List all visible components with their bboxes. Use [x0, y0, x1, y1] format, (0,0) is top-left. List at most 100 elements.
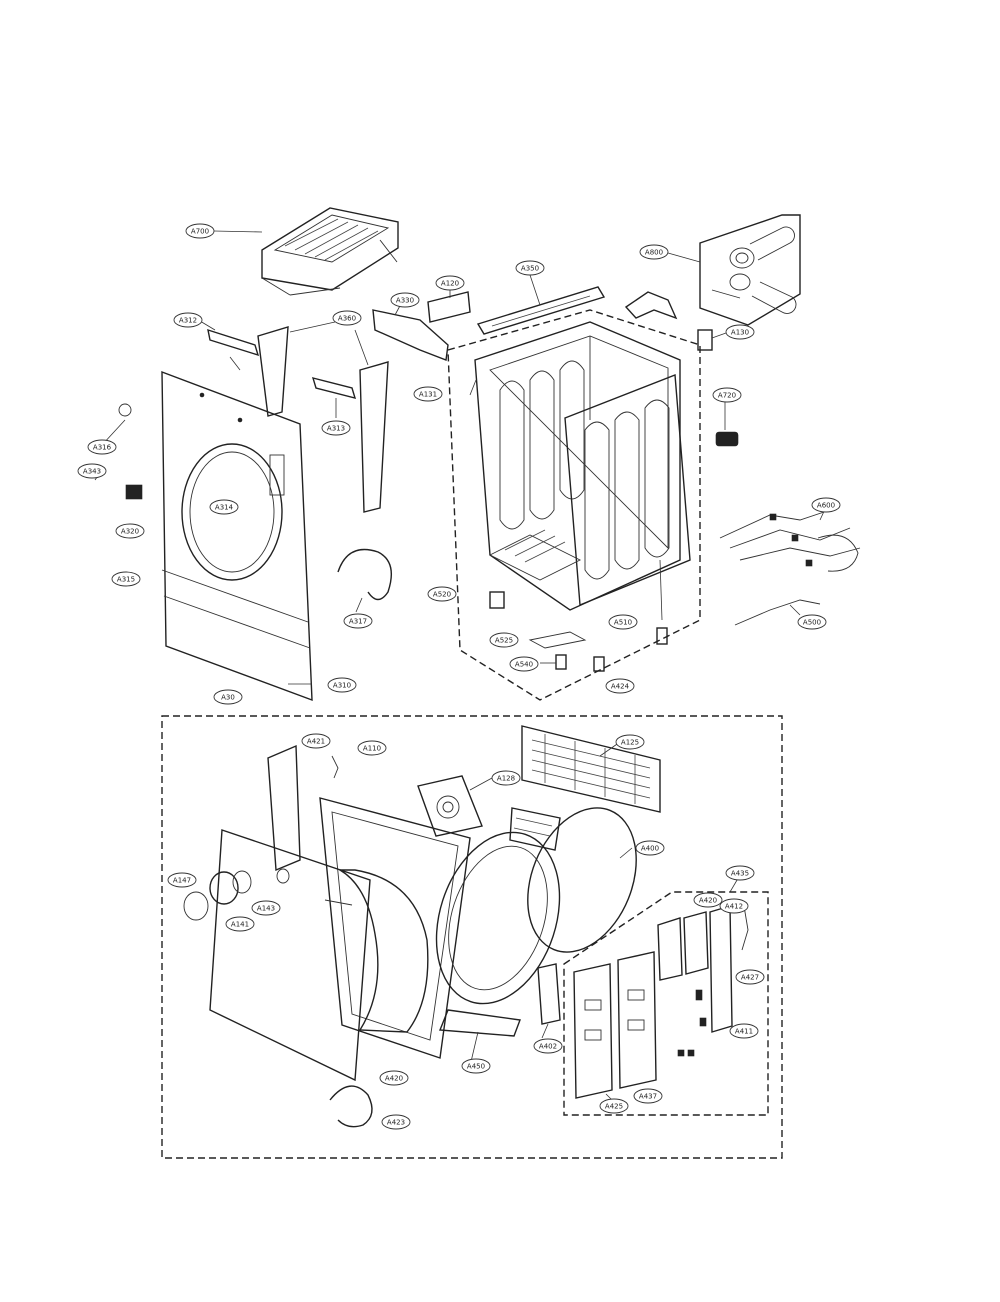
- callout-label: A110: [363, 745, 381, 753]
- callout-a800: A800: [639, 244, 669, 260]
- callout-a143: A143: [251, 900, 281, 916]
- upper-bracket-part: [427, 291, 471, 323]
- callout-a30: A30: [213, 689, 243, 705]
- drying-rack-part: [261, 207, 399, 296]
- callout-label: A402: [539, 1043, 557, 1051]
- callout-a520: A520: [427, 586, 457, 602]
- lint-filter-grille: [521, 725, 661, 813]
- callout-oval: [633, 1088, 663, 1104]
- callout-a343: A343: [77, 463, 107, 479]
- callout-oval: [435, 275, 465, 291]
- duct-kit-box: [699, 214, 801, 326]
- pcb-assembly-outline: [563, 891, 769, 1116]
- callout-a600: A600: [811, 497, 841, 513]
- callout-label: A540: [515, 661, 533, 669]
- callout-a131: A131: [413, 386, 443, 402]
- callout-label: A520: [433, 591, 451, 599]
- right-side-strip: [359, 361, 389, 513]
- callout-label: A330: [396, 297, 414, 305]
- callout-oval: [599, 1098, 629, 1114]
- callout-oval: [251, 900, 281, 916]
- callout-label: A360: [338, 315, 356, 323]
- callout-oval: [719, 898, 749, 914]
- control-panel-frame: [319, 797, 471, 1059]
- callout-label: A421: [307, 738, 325, 746]
- callout-oval: [111, 571, 141, 587]
- sensor-harness: [734, 599, 821, 626]
- callout-oval: [509, 656, 539, 672]
- callout-a110: A110: [357, 740, 387, 756]
- callout-label: A800: [645, 249, 663, 257]
- callout-oval: [301, 733, 331, 749]
- callout-label: A313: [327, 425, 345, 433]
- callout-oval: [797, 614, 827, 630]
- callout-oval: [209, 499, 239, 515]
- callout-label: A312: [179, 317, 197, 325]
- small-screw: [118, 403, 132, 417]
- callout-label: A510: [614, 619, 632, 627]
- callout-label: A435: [731, 870, 749, 878]
- callout-oval: [515, 260, 545, 276]
- callout-oval: [615, 734, 645, 750]
- callout-a313: A313: [321, 420, 351, 436]
- knob-module: [417, 775, 483, 837]
- door-bottom-hose: [329, 1085, 373, 1128]
- drain-hose: [337, 548, 392, 601]
- callout-oval: [357, 740, 387, 756]
- exhaust-bracket: [624, 291, 678, 320]
- callout-label: A423: [387, 1119, 405, 1127]
- callout-label: A141: [231, 921, 249, 929]
- callout-label: A128: [497, 775, 515, 783]
- dryer-cabinet: [474, 321, 691, 611]
- callout-label: A411: [735, 1028, 753, 1036]
- callout-a420-b: A420: [693, 892, 723, 908]
- callout-oval: [725, 324, 755, 340]
- callout-label: A147: [173, 877, 191, 885]
- callout-oval: [173, 312, 203, 328]
- callout-label: A120: [441, 280, 459, 288]
- callout-oval: [225, 916, 255, 932]
- callout-label: A600: [817, 502, 835, 510]
- callout-label: A343: [83, 468, 101, 476]
- callout-oval: [321, 420, 351, 436]
- callout-a427: A427: [735, 969, 765, 985]
- callout-label: A400: [641, 845, 659, 853]
- callout-label: A424: [611, 683, 630, 691]
- callout-a315: A315: [111, 571, 141, 587]
- control-bracket: [311, 377, 357, 399]
- callout-a423: A423: [381, 1114, 411, 1130]
- callout-oval: [379, 1070, 409, 1086]
- callout-a540: A540: [509, 656, 539, 672]
- callout-a411: A411: [729, 1023, 759, 1039]
- callout-oval: [735, 969, 765, 985]
- callout-label: A425: [605, 1103, 623, 1111]
- cabinet-assembly-outline: [447, 309, 701, 701]
- callout-oval: [381, 1114, 411, 1130]
- callout-label: A131: [419, 391, 437, 399]
- callout-label: A525: [495, 637, 513, 645]
- callout-label: A450: [467, 1063, 485, 1071]
- callout-a450: A450: [461, 1058, 491, 1074]
- front-door: [183, 829, 371, 1082]
- callout-oval: [213, 689, 243, 705]
- door-latch: [537, 963, 561, 1025]
- callout-oval: [811, 497, 841, 513]
- top-cover-rail: [476, 286, 606, 335]
- callout-a700: A700: [185, 223, 215, 239]
- door-ring: [435, 807, 637, 1005]
- callout-oval: [327, 677, 357, 693]
- callout-a312: A312: [173, 312, 203, 328]
- callout-a525: A525: [489, 632, 519, 648]
- callout-label: A316: [93, 444, 112, 452]
- callout-label: A143: [257, 905, 275, 913]
- callout-oval: [185, 223, 215, 239]
- callout-a147: A147: [167, 872, 197, 888]
- callout-label: A310: [333, 682, 351, 690]
- callout-label: A437: [639, 1093, 657, 1101]
- callout-a320: A320: [115, 523, 145, 539]
- terminal-block: [715, 431, 739, 447]
- callout-a316: A316: [87, 439, 117, 455]
- callout-oval: [390, 292, 420, 308]
- latch-switch: [125, 484, 143, 500]
